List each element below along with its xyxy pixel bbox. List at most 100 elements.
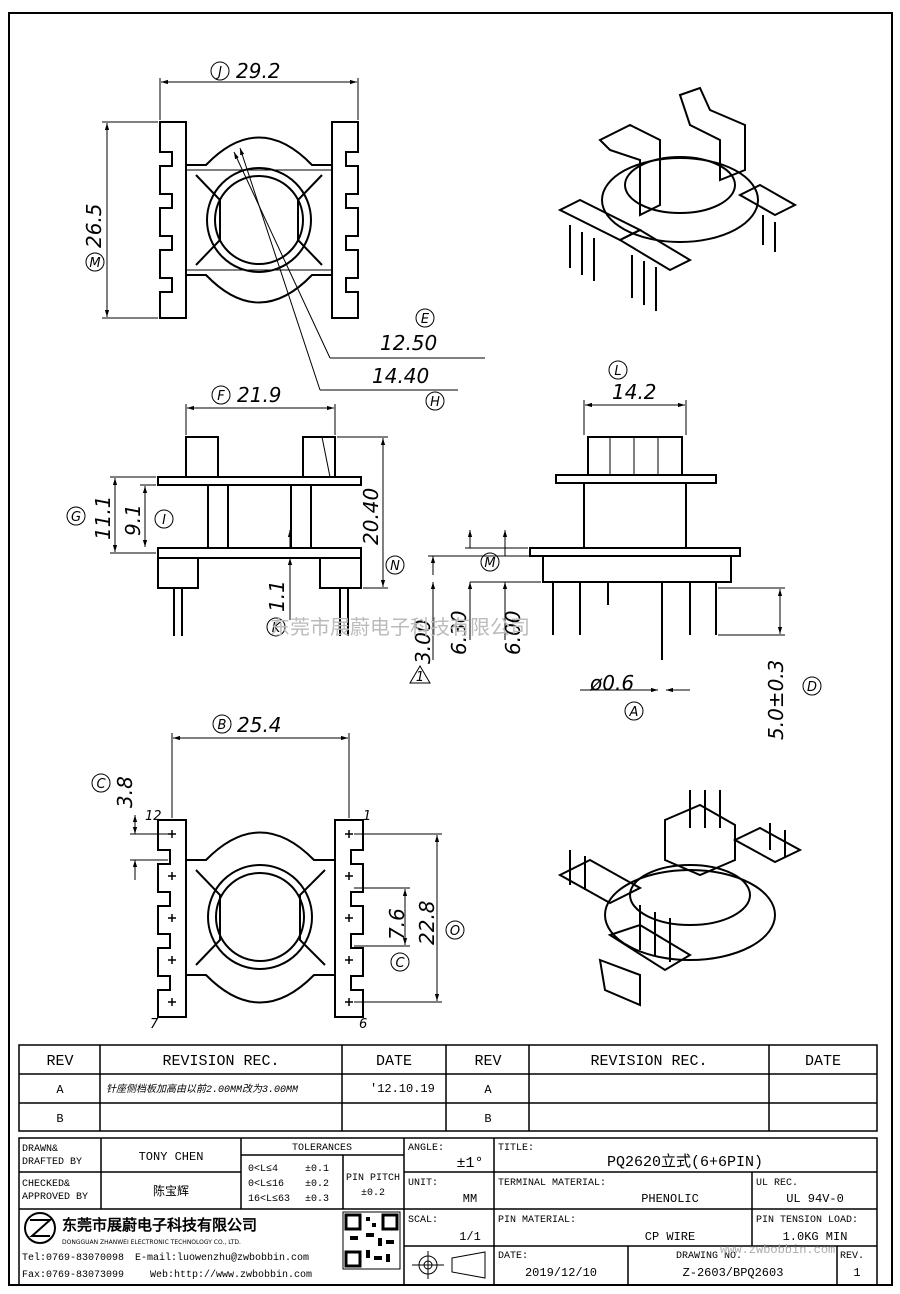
svg-text:UL REC.: UL REC. [756,1178,798,1189]
front-view [157,436,362,636]
qr-code [342,1211,401,1270]
dim-H: H 14.40 [372,364,445,411]
svg-text:1/1: 1/1 [459,1230,481,1244]
svg-text:MM: MM [463,1192,477,1206]
dim-600: 6.00 [501,610,525,655]
drawn-by: DRAWN& DRAFTED BY TONY CHEN [22,1144,203,1168]
svg-text:UL 94V-0: UL 94V-0 [786,1192,844,1206]
revision-table [18,1044,878,1132]
svg-text:Z-2603/BPQ2603: Z-2603/BPQ2603 [683,1266,784,1280]
svg-text:K: K [272,621,282,636]
svg-text:11.1: 11.1 [91,495,115,540]
dim-K: K 1.1 [265,580,289,637]
revision-row-a: A 针座侧档板加高由以前2.00MM改为3.00MM '12.10.19 A [56,1082,492,1097]
svg-text:6: 6 [359,1017,367,1032]
svg-text:PHENOLIC: PHENOLIC [641,1192,699,1206]
dim-tri: 1 3.00 [409,619,435,685]
svg-text:21.9: 21.9 [237,383,282,407]
svg-text:REVISION REC.: REVISION REC. [162,1053,279,1070]
revision-headers: REV REVISION REC. DATE REV REVISION REC.… [46,1053,841,1070]
checked-by: CHECKED& APPROVED BY 陈宝辉 [22,1179,189,1203]
svg-text:ø0.6: ø0.6 [589,671,634,695]
dim-E: E 12.50 [380,308,437,355]
svg-text:G: G [71,510,81,525]
svg-text:20.40: 20.40 [359,488,383,545]
svg-text:±0.1: ±0.1 [305,1164,329,1175]
dim-M-top: M 26.5 [82,203,106,272]
svg-text:ANGLE:: ANGLE: [408,1143,444,1154]
svg-text:DONGGUAN ZHANWEI ELECTRONIC TE: DONGGUAN ZHANWEI ELECTRONIC TECHNOLOGY C… [62,1239,241,1246]
svg-text:Tel:0769-83070098: Tel:0769-83070098 [22,1252,124,1264]
dim-B: B 25.4 [212,713,282,737]
svg-text:22.8: 22.8 [415,900,439,945]
svg-text:1: 1 [853,1266,860,1280]
svg-text:26.5: 26.5 [82,203,106,248]
dim-C: C 3.8 [91,773,137,808]
svg-text:12: 12 [145,809,162,824]
iso-view-top [557,86,798,311]
svg-text:3.8: 3.8 [113,776,137,808]
tolerances: TOLERANCES 0<L≤4 ±0.1 0<L≤16 ±0.2 16<L≤6… [248,1143,400,1205]
svg-text:L: L [614,364,621,379]
company-info: 东莞市展蔚电子科技有限公司 DONGGUAN ZHANWEI ELECTRONI… [22,1216,312,1281]
svg-text:TERMINAL MATERIAL:: TERMINAL MATERIAL: [498,1178,606,1189]
dim-G: G 11.1 [66,495,115,540]
pin-numbers: 12 1 7 6 [145,809,371,1032]
svg-text:2019/12/10: 2019/12/10 [525,1266,597,1280]
dim-M-side: M 6.30 [447,552,500,655]
svg-text:A: A [484,1083,492,1097]
svg-text:0<L≤16: 0<L≤16 [248,1179,284,1190]
svg-text:TITLE:: TITLE: [498,1143,534,1154]
dim-L: L 14.2 [608,360,657,404]
svg-text:16<L≤63: 16<L≤63 [248,1194,290,1205]
side-view [529,436,741,660]
company-logo [24,1212,56,1244]
svg-text:A: A [56,1083,64,1097]
svg-text:N: N [390,559,400,574]
svg-text:DRAWING NO.: DRAWING NO. [676,1251,742,1262]
svg-text:TONY CHEN: TONY CHEN [139,1150,204,1164]
svg-text:东莞市展蔚电子科技有限公司: 东莞市展蔚电子科技有限公司 [62,1216,257,1234]
svg-text:1.0KG MIN: 1.0KG MIN [783,1230,848,1244]
svg-text:CP WIRE: CP WIRE [645,1230,695,1244]
svg-text:12.50: 12.50 [380,331,437,355]
svg-text:B: B [56,1112,63,1126]
svg-text:REVISION REC.: REVISION REC. [590,1053,707,1070]
svg-text:J: J [215,65,222,80]
svg-text:PIN TENSION LOAD:: PIN TENSION LOAD: [756,1215,858,1226]
bottom-view-dims [130,733,442,1003]
svg-text:E-mail:luowenzhu@zwbobbin.com: E-mail:luowenzhu@zwbobbin.com [135,1252,309,1264]
svg-text:B: B [218,718,227,733]
svg-text:UNIT:: UNIT: [408,1178,438,1189]
svg-text:DATE:: DATE: [498,1251,528,1262]
svg-text:PIN MATERIAL:: PIN MATERIAL: [498,1215,576,1226]
svg-text:E: E [421,312,430,327]
svg-text:14.40: 14.40 [372,364,429,388]
svg-text:±0.2: ±0.2 [305,1179,329,1190]
iso-view-bottom [557,790,803,1007]
dim-I: I 9.1 [121,504,174,536]
top-view-dims [102,78,485,391]
svg-text:C: C [96,777,106,792]
svg-text:Web:http://www.zwbobbin.com: Web:http://www.zwbobbin.com [150,1269,312,1281]
svg-text:D: D [807,680,817,695]
svg-text:Fax:0769-83073099: Fax:0769-83073099 [22,1270,124,1281]
svg-text:6.00: 6.00 [501,610,525,655]
url-watermark: www.zwbobbin.com [720,1243,835,1257]
svg-text:I: I [162,513,166,528]
title-fields: TITLE: PQ2620立式(6+6PIN) TERMINAL MATERIA… [498,1143,864,1280]
svg-text:1.1: 1.1 [265,580,289,612]
svg-text:±1°: ±1° [456,1155,483,1172]
svg-text:1: 1 [416,670,424,685]
svg-text:CHECKED&: CHECKED& [22,1179,70,1190]
watermark: 东莞市展蔚电子科技有限公司 [270,615,530,639]
dim-O: O 22.8 [415,900,465,945]
svg-text:14.2: 14.2 [612,380,657,404]
svg-text:PIN PITCH: PIN PITCH [346,1173,400,1184]
svg-text:DATE: DATE [805,1053,841,1070]
title-block-grid [18,1137,878,1286]
svg-text:针座侧档板加高由以前2.00MM改为3.00MM: 针座侧档板加高由以前2.00MM改为3.00MM [106,1083,299,1096]
svg-text:1: 1 [363,809,371,824]
svg-text:7.6: 7.6 [385,908,409,940]
svg-text:'12.10.19: '12.10.19 [370,1082,435,1096]
